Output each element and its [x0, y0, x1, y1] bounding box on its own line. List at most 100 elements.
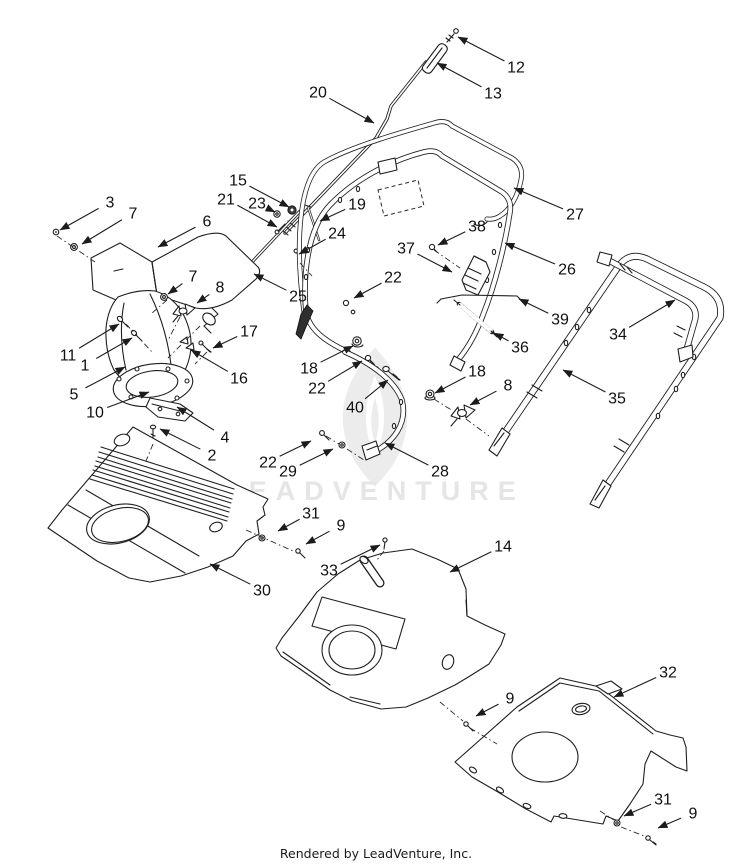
part-number-20: 20 — [309, 85, 327, 102]
clamp-4 — [145, 397, 194, 422]
part-number-35: 35 — [608, 391, 626, 408]
bolt-22c — [319, 430, 330, 441]
callout-leader-39 — [518, 298, 549, 314]
callout-leader-35 — [562, 369, 606, 393]
part-number-33: 33 — [320, 563, 338, 580]
callout-leader-8 — [469, 390, 497, 406]
part-number-31: 31 — [302, 506, 320, 523]
part-number-26: 26 — [558, 262, 576, 279]
screw-9a — [295, 548, 306, 559]
part-number-1: 1 — [81, 358, 90, 375]
part-number-25: 25 — [289, 289, 307, 306]
push-nut-31b — [613, 819, 621, 827]
part-number-9: 9 — [689, 806, 698, 823]
callout-leader-18 — [434, 376, 466, 394]
bolt-3 — [52, 228, 60, 236]
callout-leader-29 — [299, 448, 334, 466]
part-number-5: 5 — [70, 387, 79, 404]
part-number-40: 40 — [346, 400, 364, 417]
washer-7b — [160, 293, 168, 301]
part-number-36: 36 — [511, 340, 529, 357]
callout-leader-20 — [329, 97, 375, 124]
nut-18b — [424, 389, 436, 401]
callout-leader-34 — [628, 299, 676, 328]
callout-leader-1 — [95, 337, 133, 360]
washer-23 — [273, 210, 281, 218]
nut-15 — [287, 205, 297, 215]
part-number-9: 9 — [337, 518, 346, 535]
callout-leader-12 — [457, 36, 505, 62]
bail-27 — [296, 119, 525, 315]
callout-leader-31 — [623, 803, 652, 817]
part-number-14: 14 — [494, 539, 512, 556]
callout-leader-7 — [81, 219, 123, 245]
part-number-7: 7 — [189, 269, 198, 286]
part-number-22: 22 — [308, 381, 326, 398]
belt-cover-30 — [47, 426, 269, 583]
part-number-23: 23 — [248, 196, 266, 213]
callout-leader-25 — [253, 273, 287, 291]
callout-leader-24 — [298, 238, 326, 255]
callout-leader-19 — [319, 208, 346, 222]
callout-leader-9 — [657, 817, 682, 829]
footer-credit: Rendered by LeadVenture, Inc. — [280, 846, 472, 861]
callout-leader-18 — [320, 345, 354, 363]
part-number-22: 22 — [384, 270, 402, 287]
part-number-8: 8 — [216, 280, 225, 297]
callout-leader-27 — [513, 187, 564, 210]
callout-leader-38 — [437, 231, 466, 246]
part-number-8: 8 — [504, 378, 513, 395]
callout-leader-36 — [493, 332, 509, 342]
washers-16 — [179, 336, 195, 351]
lower-handle-35 — [488, 252, 725, 509]
part-number-7: 7 — [129, 206, 138, 223]
screw-11 — [116, 315, 129, 328]
decal-outline — [377, 179, 425, 217]
chute-deflector-6 — [90, 232, 261, 310]
part-number-13: 13 — [484, 86, 502, 103]
part-number-30: 30 — [253, 583, 271, 600]
pin-19 — [304, 204, 321, 242]
tube-33 — [359, 537, 388, 588]
callout-leader-4 — [176, 406, 215, 431]
callout-leader-22 — [353, 282, 382, 299]
fasteners — [52, 228, 657, 846]
part-number-18: 18 — [300, 361, 318, 378]
part-number-10: 10 — [86, 405, 104, 422]
leadventure-flame-icon-inner — [371, 398, 379, 444]
callout-leader-11 — [78, 323, 120, 349]
part-number-28: 28 — [431, 464, 449, 481]
washer-29 — [338, 441, 346, 449]
bolt-40 — [382, 365, 401, 381]
callout-leader-5 — [85, 366, 126, 389]
upper-handle-26 — [295, 148, 514, 372]
lock-lever — [295, 304, 314, 340]
callout-leader-9 — [305, 530, 330, 545]
callout-leader-32 — [613, 676, 657, 698]
bolt-21 — [274, 223, 286, 235]
chute-ring-5-10 — [112, 362, 194, 443]
callout-leader-21 — [237, 204, 278, 228]
handle-34 — [596, 251, 699, 363]
callout-leader-33 — [340, 544, 381, 565]
callout-leader-2 — [159, 428, 201, 450]
part-number-32: 32 — [659, 665, 677, 682]
callout-leader-15 — [249, 185, 290, 208]
part-number-27: 27 — [566, 207, 584, 224]
callout-leader-26 — [504, 242, 556, 265]
callout-leader-40 — [364, 379, 389, 400]
callout-leader-3 — [59, 207, 99, 231]
part-number-15: 15 — [229, 173, 247, 190]
bolt-22a — [342, 299, 356, 315]
watermark-text: LEADVENTURE — [223, 476, 525, 506]
part-number-39: 39 — [551, 312, 569, 329]
screw-9c — [645, 835, 657, 846]
part-number-6: 6 — [203, 214, 212, 231]
part-number-16: 16 — [230, 371, 248, 388]
callout-leader-22 — [327, 360, 363, 382]
housing-14 — [275, 548, 506, 710]
wing-knob-8b — [450, 404, 476, 427]
rod-39 — [436, 294, 522, 304]
